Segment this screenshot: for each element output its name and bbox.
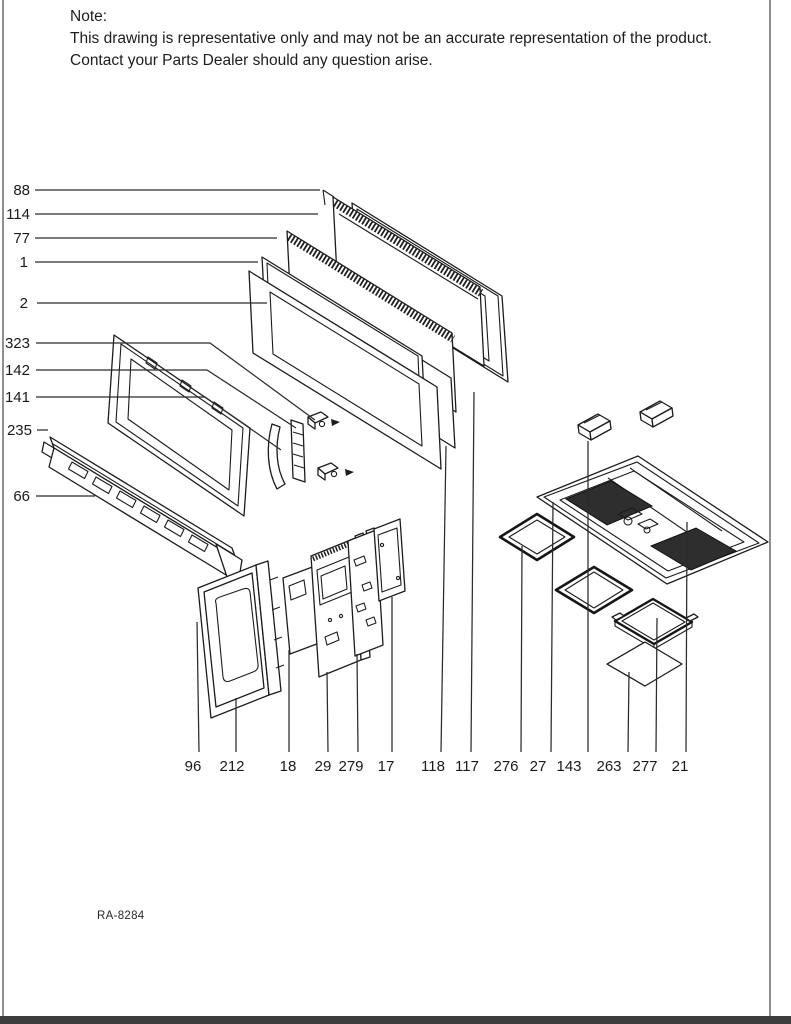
part-number-label: 276	[493, 758, 518, 775]
door-front-panel-2	[248, 270, 442, 470]
leader-line	[356, 653, 359, 753]
part-number-label: 18	[280, 758, 297, 775]
bottom-plate-assembly	[498, 400, 769, 687]
drawing-reference: RA-8284	[97, 910, 145, 922]
part-number-label: 21	[672, 758, 689, 775]
leader-line	[655, 617, 658, 753]
leader-line	[36, 396, 282, 451]
leader-line	[470, 391, 475, 753]
mesh-filter-right	[649, 527, 738, 571]
note-line: Contact your Parts Dealer should any que…	[70, 52, 433, 69]
filter-frame-27	[554, 565, 634, 615]
lens-tray-277	[611, 597, 699, 650]
leader-line	[36, 342, 316, 421]
part-number-label: 114	[6, 206, 30, 223]
part-number-label: 277	[632, 758, 657, 775]
door-small-parts	[267, 411, 354, 490]
leader-line	[627, 671, 630, 753]
part-number-label: 235	[7, 422, 32, 439]
page-border-left	[2, 0, 4, 1024]
rear-panel-17	[373, 518, 406, 602]
part-number-label: 117	[455, 758, 479, 775]
ribbed-strip-142	[290, 419, 306, 483]
arrow-marker	[345, 469, 354, 476]
part-number-label: 279	[338, 758, 363, 775]
part-number-label: 118	[421, 758, 445, 775]
part-number-label: 212	[219, 758, 244, 775]
leader-line	[550, 501, 554, 753]
part-number-label: 77	[13, 230, 30, 247]
grille-slots	[67, 461, 209, 553]
part-number-label: 263	[596, 758, 621, 775]
callout-layer: 88 114 77 1 2 323 142 141 235 66 96 212 18 29 279 17 118…	[5, 182, 688, 775]
base-plate-21	[536, 455, 769, 585]
circuit-board-279	[347, 527, 384, 657]
page-border-right	[769, 0, 771, 1024]
arrow-marker	[331, 419, 340, 426]
door-screen-114	[332, 196, 485, 367]
part-number-label: 66	[13, 488, 30, 505]
note-line: This drawing is representative only and …	[70, 30, 712, 47]
control-panel-group	[197, 518, 406, 719]
filter-frame-276	[498, 512, 576, 562]
door-assembly	[248, 189, 509, 470]
leader-line	[520, 545, 523, 753]
vent-grille-bar	[41, 436, 243, 585]
leader-line	[196, 621, 200, 753]
part-number-label: 142	[5, 362, 30, 379]
part-number-label: 1	[20, 254, 28, 271]
curved-vane-141	[267, 423, 286, 490]
part-number-label: 17	[378, 758, 395, 775]
clip-323a	[307, 411, 340, 430]
leader-line	[36, 369, 297, 429]
note-title: Note:	[70, 8, 108, 25]
flat-panel-263	[606, 641, 683, 687]
part-number-label: 141	[5, 389, 30, 406]
part-number-label: 143	[556, 758, 581, 775]
mounting-clip-143	[577, 413, 612, 441]
leader-line	[685, 521, 688, 753]
part-number-label: 27	[530, 758, 547, 775]
fan-mechanism	[617, 507, 659, 534]
part-number-label: 29	[315, 758, 332, 775]
page-border-bottom	[0, 1016, 791, 1024]
panel-cover-212	[203, 572, 265, 708]
part-number-label: 96	[185, 758, 202, 775]
part-number-label: 88	[13, 182, 30, 199]
part-number-label: 323	[5, 335, 30, 352]
leader-line	[440, 445, 447, 753]
mounting-clip-2	[639, 400, 674, 428]
part-number-label: 2	[20, 295, 28, 312]
leader-line	[326, 671, 329, 753]
clip-323b	[317, 462, 354, 481]
note-block: Note: This drawing is representative onl…	[70, 6, 730, 72]
